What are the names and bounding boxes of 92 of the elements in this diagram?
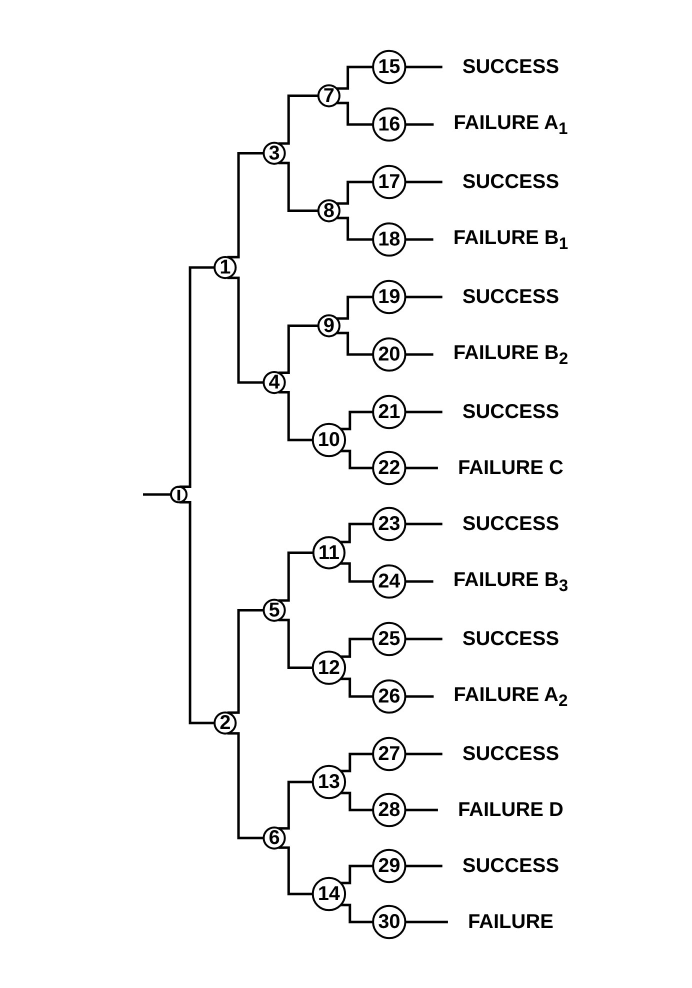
connector	[406, 694, 434, 698]
node-circle: 14	[312, 876, 346, 911]
connector	[180, 500, 215, 724]
node-circle: 7	[318, 84, 341, 107]
connector	[337, 101, 374, 126]
node-circle: 4	[263, 370, 286, 394]
node-text: FAILURE	[468, 910, 554, 932]
node-text: FAILURE B$_{2}$	[454, 342, 569, 368]
node-circle: 19	[372, 279, 407, 314]
connector	[406, 410, 443, 413]
node-text: FAILURE A$_{2}$	[454, 684, 568, 710]
node-circle: 1	[214, 255, 238, 279]
node-circle: 9	[318, 314, 341, 337]
node-text: SUCCESS	[462, 56, 560, 78]
connector	[340, 522, 374, 543]
node-circle: 21	[372, 394, 407, 429]
connector	[406, 808, 438, 811]
node-text: SUCCESS	[462, 742, 560, 764]
connector	[278, 780, 314, 830]
node-circle: 11	[312, 536, 346, 569]
node-circle: 26	[372, 678, 407, 714]
connector	[341, 410, 374, 430]
node-circle: 10	[312, 422, 346, 457]
node-text: SUCCESS	[462, 628, 560, 650]
connector	[228, 608, 264, 714]
connector	[341, 903, 374, 923]
node-text: SUCCESS	[462, 854, 560, 876]
connector	[278, 161, 319, 212]
node-circle: 17	[372, 164, 407, 199]
node-circle: 8	[318, 198, 341, 222]
connector	[278, 94, 319, 144]
node-circle: 25	[372, 621, 407, 656]
connector	[278, 618, 314, 668]
connector	[341, 637, 374, 658]
connector	[406, 752, 443, 755]
connector	[337, 216, 374, 240]
connector	[337, 295, 374, 320]
node-circle: 24	[372, 564, 407, 598]
connector	[228, 732, 264, 839]
node-circle: 28	[372, 792, 407, 827]
connector	[406, 180, 443, 183]
node-circle: 22	[372, 450, 407, 485]
connector	[406, 238, 434, 240]
connector	[341, 677, 374, 698]
node-text: FAILURE B$_{1}$	[454, 226, 569, 252]
node-circle: 27	[372, 736, 407, 771]
node-circle: 18	[372, 222, 407, 256]
connector	[406, 352, 434, 356]
node-circle: 13	[312, 764, 346, 799]
connector	[278, 846, 314, 895]
connector	[341, 791, 374, 811]
connector	[278, 324, 319, 374]
connector	[278, 390, 314, 441]
node-text: FAILURE C	[458, 456, 564, 478]
node-circle: 2	[214, 710, 238, 734]
connector	[340, 562, 374, 582]
node-circle: 30	[372, 904, 407, 939]
connector	[337, 180, 374, 204]
node-text: FAILURE D	[458, 798, 564, 820]
node-text: SUCCESS	[462, 286, 560, 308]
node-circle: 3	[263, 141, 286, 164]
connector	[228, 152, 264, 258]
node-circle: 5	[263, 598, 286, 622]
node-text: SUCCESS	[462, 170, 560, 192]
connector	[337, 331, 374, 356]
connector	[406, 920, 448, 923]
node-circle: 15	[372, 49, 407, 84]
node-circle: 23	[372, 506, 407, 541]
connector	[406, 466, 438, 469]
node-circle: 29	[372, 848, 407, 883]
connector	[337, 65, 374, 90]
node-circle: 12	[312, 650, 346, 684]
node-text: SUCCESS	[462, 400, 560, 422]
connector	[406, 864, 443, 867]
node-text: FAILURE A$_{1}$	[454, 112, 568, 138]
node-circle: 6	[263, 826, 286, 850]
node-text: SUCCESS	[462, 512, 560, 534]
connector	[406, 637, 443, 640]
connector	[406, 580, 434, 582]
connector	[341, 752, 374, 772]
connector	[341, 449, 374, 469]
node-text: FAILURE B$_{3}$	[454, 568, 569, 594]
node-circle: 16	[372, 106, 407, 142]
node-circle: 20	[372, 336, 407, 372]
connector	[406, 65, 443, 68]
connector	[406, 295, 443, 298]
connector	[406, 122, 434, 126]
connector	[406, 522, 443, 525]
connector	[278, 551, 314, 602]
connector	[228, 276, 264, 384]
connector	[143, 492, 172, 496]
connector	[341, 864, 374, 884]
